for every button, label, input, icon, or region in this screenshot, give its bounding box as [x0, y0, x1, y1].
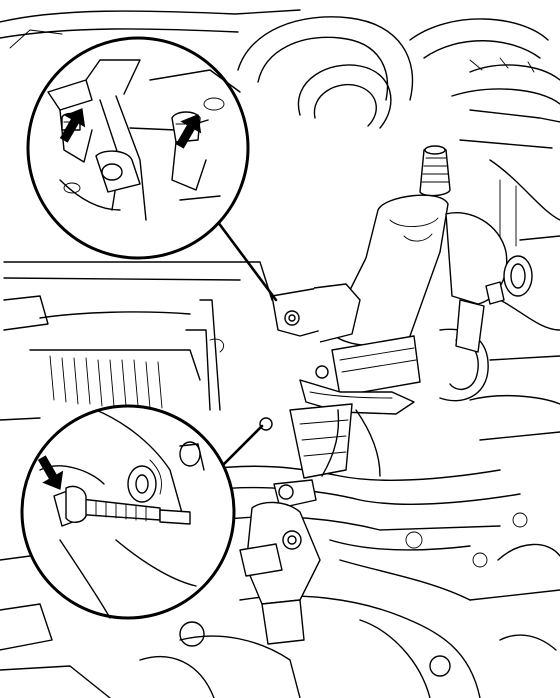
bold-down-right-arrow-icon: [59, 108, 86, 143]
background-structure: [0, 9, 560, 698]
callout-lower: [20, 404, 264, 620]
callout-upper-circle: [26, 36, 250, 260]
bold-down-right-arrow-icon: [175, 114, 202, 149]
steering-column-assembly: [239, 145, 533, 645]
bold-down-right-arrow-icon: [37, 455, 64, 490]
callout-upper: [26, 36, 278, 302]
callout-lower-detail: [39, 409, 205, 619]
